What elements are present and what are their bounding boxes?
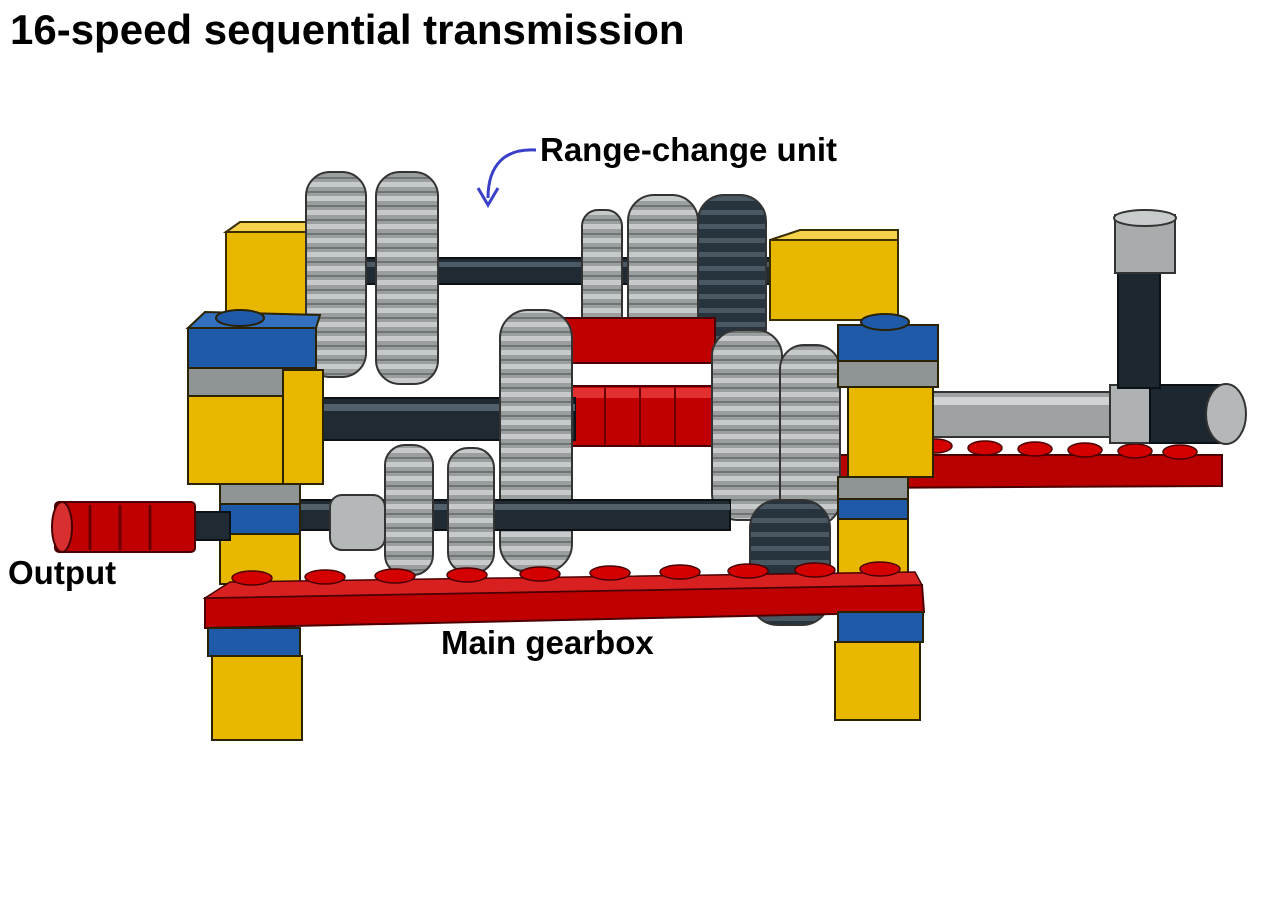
lower-left-gears	[329, 444, 495, 576]
range-change-unit-label: Range-change unit	[540, 131, 838, 168]
left-frame-pillar	[185, 309, 324, 585]
diagram-title: 16-speed sequential transmission	[10, 6, 685, 53]
upper-gears-right	[581, 194, 767, 356]
output-label: Output	[8, 554, 117, 591]
output-shaft	[51, 501, 231, 553]
range-change-arrowhead	[476, 187, 500, 208]
center-gear-stack	[499, 309, 573, 573]
main-gearbox-label: Main gearbox	[441, 624, 654, 661]
front-legs	[207, 611, 924, 741]
middle-red-housing	[564, 317, 721, 447]
back-yellow-blocks	[222, 221, 899, 328]
range-change-arrow	[486, 148, 537, 199]
upper-gears-left	[305, 171, 439, 385]
right-shaft	[929, 209, 1247, 445]
right-frame-pillar	[837, 313, 939, 590]
front-red-plate	[202, 561, 926, 630]
